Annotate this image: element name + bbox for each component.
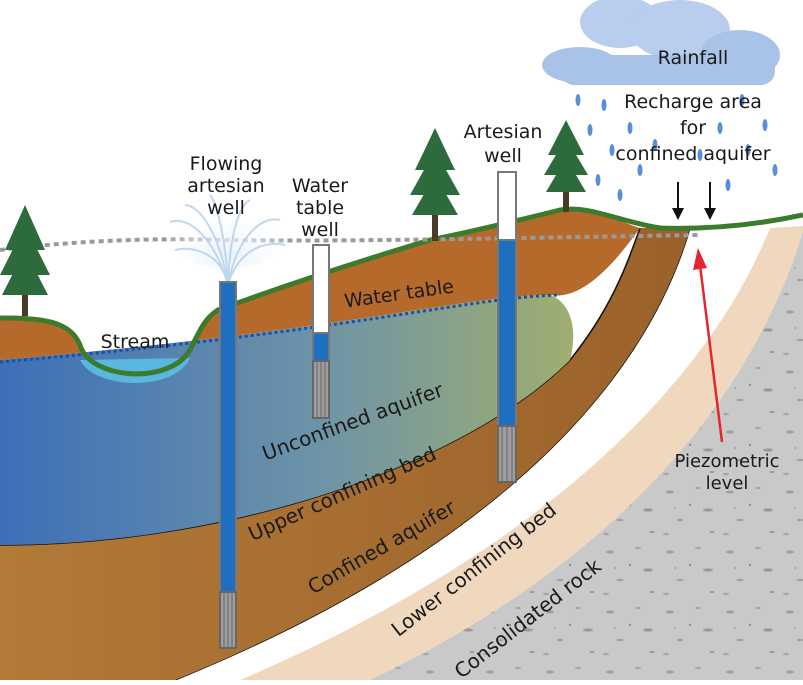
upper-confining-bed-layer bbox=[0, 228, 690, 680]
flowing-artesian-well bbox=[168, 190, 288, 649]
consolidated-rock-layer bbox=[370, 232, 803, 680]
confined-aquifer-layer bbox=[175, 228, 770, 680]
label-wtwell-1: Water bbox=[292, 175, 348, 197]
label-flowing-1: Flowing bbox=[190, 153, 263, 175]
unconfined-aquifer-water bbox=[0, 295, 574, 545]
recharge-arrow-icon bbox=[672, 182, 716, 220]
label-flowing-2: artesian bbox=[187, 175, 264, 197]
rain-drops bbox=[575, 94, 778, 201]
stream-water bbox=[80, 358, 190, 383]
label-wtwell-3: well bbox=[301, 219, 339, 241]
lower-confining-bed-layer bbox=[240, 226, 803, 680]
label-flowing-3: well bbox=[207, 197, 245, 219]
artesian-well bbox=[497, 171, 517, 483]
label-artesian-1: Artesian bbox=[464, 121, 543, 143]
label-piezometric-2: level bbox=[706, 473, 749, 494]
tree-icon bbox=[0, 205, 50, 316]
tree-icon bbox=[544, 120, 588, 212]
piezometric-arrow-icon bbox=[693, 248, 724, 443]
label-piezometric-1: Piezometric bbox=[675, 451, 780, 472]
label-recharge-3: confined aquifer bbox=[615, 143, 770, 165]
rain-cloud-icon bbox=[542, 0, 780, 85]
label-recharge-1: Recharge area bbox=[624, 91, 762, 113]
tree-icon bbox=[410, 128, 460, 241]
label-wtwell-2: table bbox=[296, 197, 344, 219]
label-artesian-2: well bbox=[484, 145, 522, 167]
label-stream: Stream bbox=[101, 331, 170, 353]
ground-surface bbox=[0, 206, 803, 377]
water-table-well bbox=[312, 244, 330, 419]
label-rainfall: Rainfall bbox=[658, 47, 729, 69]
water-table-line bbox=[0, 293, 561, 364]
label-recharge-2: for bbox=[680, 117, 706, 139]
